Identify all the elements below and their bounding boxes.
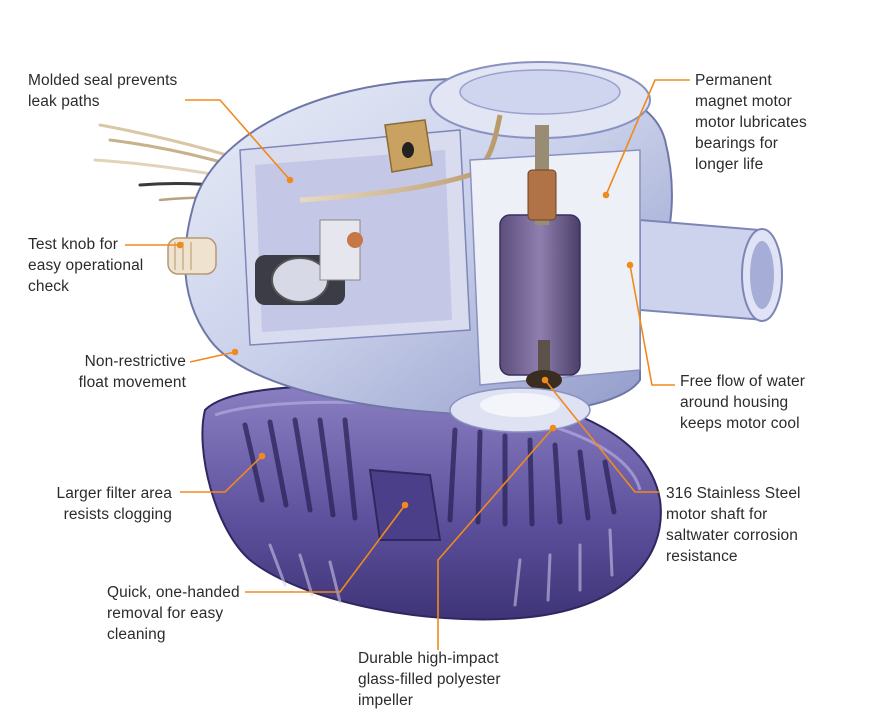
- pump-housing: [167, 61, 783, 433]
- callout-leader-lines: [125, 79, 690, 650]
- leader-filter: [180, 452, 266, 493]
- callout-filter-area: Larger filter area resists clogging: [56, 485, 172, 523]
- callout-stainless-shaft: 316 Stainless Steel motor shaft for salt…: [666, 485, 801, 565]
- callout-molded-seal: Molded seal prevents leak paths: [28, 72, 178, 110]
- leader-impeller: [437, 424, 557, 650]
- callout-impeller: Durable high-impact glass-filled polyest…: [358, 650, 501, 709]
- leader-float: [189, 348, 239, 363]
- callout-test-knob: Test knob for easy operational check: [28, 236, 144, 295]
- callout-free-flow: Free flow of water around housing keeps …: [680, 373, 805, 432]
- callout-float-movement: Non-restrictive float movement: [78, 353, 186, 391]
- leader-magnet-motor: [602, 79, 690, 199]
- callout-magnet-motor: Permanent magnet motor motor lubricates …: [695, 72, 807, 173]
- leader-molded-seal: [185, 99, 294, 184]
- callout-removal: Quick, one-handed removal for easy clean…: [107, 584, 240, 643]
- leader-test-knob: [125, 241, 184, 249]
- leader-free-flow: [626, 261, 675, 386]
- leader-stainless-shaft: [541, 376, 660, 493]
- strainer-base: [201, 384, 662, 621]
- leader-removal: [245, 501, 409, 593]
